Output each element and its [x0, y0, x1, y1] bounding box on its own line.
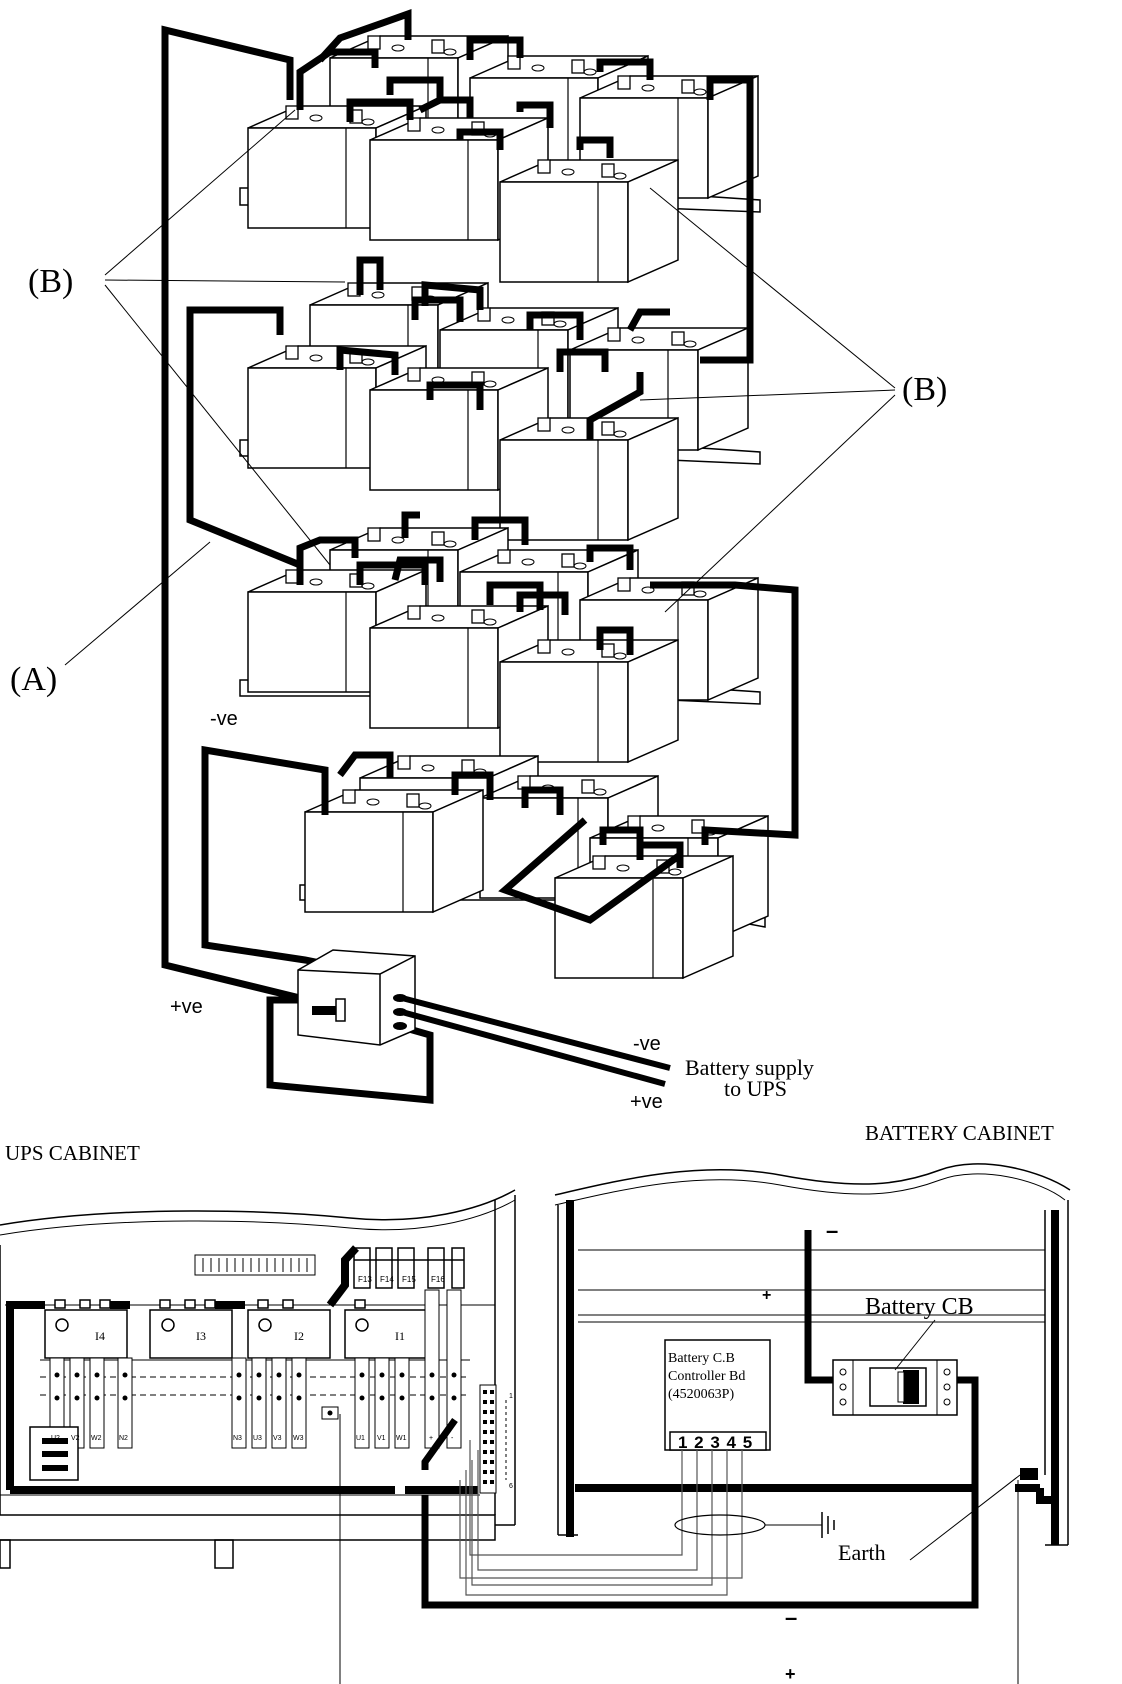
supply-cables: [401, 995, 671, 1087]
battery-cb-label: Battery CB: [865, 1294, 974, 1320]
earth-terminal: [909, 1468, 1052, 1561]
controller-board: [664, 1339, 771, 1451]
module-i2-label: I2: [294, 1329, 304, 1343]
fuse-f15: F15: [402, 1275, 416, 1284]
fuse-f16: F16: [431, 1275, 445, 1284]
pos-left-label: +ve: [170, 996, 203, 1018]
term-v3: V3: [273, 1435, 282, 1442]
cabinet-frame: [566, 1200, 1059, 1545]
callout-leaders: [64, 109, 896, 666]
connector-pin-1: 1: [509, 1393, 513, 1400]
term-n3: N3: [233, 1435, 242, 1442]
polarity-labels: -ve +ve -ve +ve 1 2 3 4 5 – + – +: [170, 708, 838, 1684]
term-minus: -: [451, 1435, 454, 1442]
module-i4-label: I4: [95, 1329, 105, 1343]
cabinet-plus-mid: +: [762, 1287, 771, 1304]
cabinet-plus-bottom: +: [785, 1664, 796, 1684]
term-w3: W3: [293, 1435, 304, 1442]
controller-pins: 1 2 3 4 5: [678, 1433, 753, 1452]
term-w2: W2: [91, 1435, 102, 1442]
controller-label-line1: Battery C.B: [668, 1351, 735, 1366]
callout-a: (A): [10, 661, 57, 698]
term-v1: V1: [377, 1435, 386, 1442]
term-u3: U3: [253, 1435, 262, 1442]
callout-b-left: (B): [28, 263, 73, 300]
earth-label: Earth: [838, 1540, 886, 1565]
battery-rack-group: [64, 9, 896, 1104]
term-u2: U2: [51, 1435, 60, 1442]
supply-label-line2: to UPS: [724, 1076, 787, 1101]
pos-supply-label: +ve: [630, 1091, 663, 1113]
module-i3-label: I3: [196, 1329, 206, 1343]
term-v2: V2: [71, 1435, 80, 1442]
controller-label-line3: (4520063P): [668, 1387, 734, 1402]
battery-isolator-switch: [297, 949, 416, 1046]
cell-links: [296, 9, 754, 924]
terminal-labels: U2 V2 W2 N2 N3 U3 V3 W3 U1 V1 W1 + - 1 6: [51, 1393, 513, 1490]
callout-b-right: (B): [902, 371, 947, 408]
ups-cabinet-title: UPS CABINET: [5, 1141, 140, 1165]
term-plus: +: [429, 1435, 433, 1442]
shelf-2: [239, 282, 761, 541]
shelf-3: [239, 527, 761, 763]
battery-cabinet-title: BATTERY CABINET: [865, 1121, 1054, 1145]
ups-cabinet: [0, 1189, 516, 1569]
battery-cabinet: [339, 1163, 1071, 1684]
controller-label-line2: Controller Bd: [668, 1369, 745, 1384]
connector-block: [479, 1384, 507, 1494]
neg-top-label: -ve: [210, 708, 238, 730]
shelf-4: [299, 755, 769, 979]
term-u1: U1: [356, 1435, 365, 1442]
control-panel: [29, 1426, 79, 1481]
text-labels: (B) (B) (A) Battery supply to UPS UPS CA…: [5, 263, 1054, 1565]
inverter-modules: [44, 1299, 428, 1359]
shelf-1: [239, 35, 761, 283]
connector-pin-6: 6: [509, 1483, 513, 1490]
module-labels: I4 I3 I2 I1: [95, 1329, 405, 1343]
terminal-bars: [49, 1289, 462, 1449]
battery-circuit-breaker: [832, 1319, 958, 1416]
fuse-f13: F13: [358, 1275, 372, 1284]
cabinet-minus-bottom: –: [785, 1605, 797, 1630]
fuse-holders: [353, 1247, 465, 1289]
battery-cabinet-wiring: [421, 1230, 979, 1609]
fuse-f14: F14: [380, 1275, 394, 1284]
fuse-labels: F13 F14 F15 F16: [358, 1275, 445, 1284]
module-i1-label: I1: [395, 1329, 405, 1343]
cabinet-minus-top: –: [826, 1218, 838, 1243]
dip-switch-bank: [194, 1254, 316, 1276]
term-w1: W1: [396, 1435, 407, 1442]
term-n2: N2: [119, 1435, 128, 1442]
neg-supply-label: -ve: [633, 1033, 661, 1055]
signal-wires: [459, 1440, 835, 1596]
supply-label-line1: Battery supply: [685, 1055, 814, 1080]
